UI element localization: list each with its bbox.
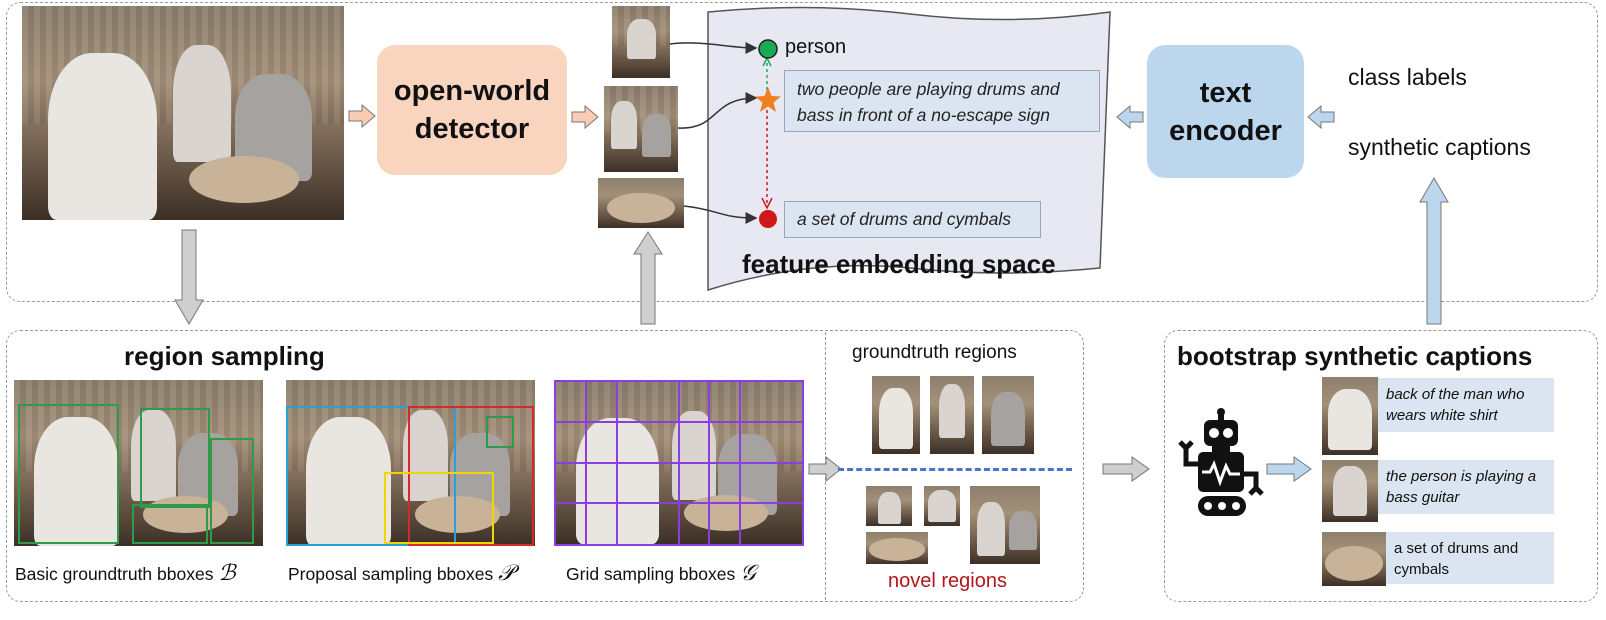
text-encoder-box: text encoder <box>1147 45 1304 178</box>
arrow-left-icon <box>1116 105 1144 129</box>
star-icon <box>755 87 781 112</box>
arrow-up-icon <box>1419 177 1449 325</box>
gt-region-thumb <box>872 376 920 454</box>
novel-region-thumb <box>924 486 960 526</box>
robot-icon <box>1178 408 1264 516</box>
crop-drums-thumb <box>598 178 684 228</box>
gt-region-thumb <box>982 376 1034 454</box>
proposal-bboxes-caption: Proposal sampling bboxes 𝒫 <box>288 561 515 586</box>
crop-two-people-thumb <box>604 86 678 172</box>
regions-separator <box>838 468 1072 471</box>
arrow-right-icon <box>571 105 599 129</box>
top-panel <box>6 2 1598 302</box>
arrow-left-icon <box>1307 105 1335 129</box>
encoder-label: text encoder <box>1169 76 1282 147</box>
embedding-connectors <box>669 41 773 224</box>
bootstrap-caption: the person is playing a bass guitar <box>1378 460 1554 514</box>
groundtruth-bboxes-image <box>14 380 263 546</box>
novel-regions-label: novel regions <box>888 570 1007 592</box>
caption-drums-box: a set of drums and cymbals <box>784 201 1041 238</box>
grid-bboxes-caption: Grid sampling bboxes 𝒢 <box>566 561 756 586</box>
region-sampling-panel <box>6 330 1084 602</box>
crop-person-thumb <box>612 6 670 78</box>
arrow-right-icon <box>348 104 376 128</box>
drums-dot-icon <box>759 210 777 228</box>
open-world-detector-box: open-world detector <box>377 45 567 175</box>
groundtruth-regions-label: groundtruth regions <box>852 342 1017 363</box>
bootstrap-caption: back of the man who wears white shirt <box>1378 378 1554 432</box>
caption-bass-box: two people are playing drums and bass in… <box>784 70 1100 132</box>
arrow-down-icon <box>174 229 204 325</box>
bootstrap-panel <box>1164 330 1598 602</box>
input-photo <box>22 6 344 220</box>
class-labels-text: class labels <box>1348 64 1467 90</box>
bootstrap-thumb <box>1322 532 1386 586</box>
synthetic-captions-text: synthetic captions <box>1348 134 1531 160</box>
arrow-right-icon <box>1266 456 1312 482</box>
arrow-up-icon <box>633 231 663 325</box>
novel-region-thumb <box>970 486 1040 564</box>
novel-region-thumb <box>866 486 912 526</box>
gt-region-thumb <box>930 376 974 454</box>
novel-region-thumb <box>866 532 928 564</box>
grid-bboxes-image <box>554 380 804 546</box>
region-sampling-title: region sampling <box>124 341 325 371</box>
bootstrap-thumb <box>1322 460 1378 522</box>
arrow-right-icon <box>1102 456 1150 482</box>
embedding-title: feature embedding space <box>742 249 1056 279</box>
bootstrap-thumb <box>1322 377 1378 455</box>
detector-label: open-world detector <box>393 75 551 145</box>
person-label: person <box>785 36 847 58</box>
groundtruth-bboxes-caption: Basic groundtruth bboxes ℬ <box>15 561 236 586</box>
arrow-right-icon <box>808 456 842 482</box>
bootstrap-title: bootstrap synthetic captions <box>1177 341 1533 371</box>
person-dot-icon <box>758 39 778 59</box>
bootstrap-caption: a set of drums and cymbals <box>1386 532 1554 584</box>
proposal-bboxes-image <box>286 380 535 546</box>
